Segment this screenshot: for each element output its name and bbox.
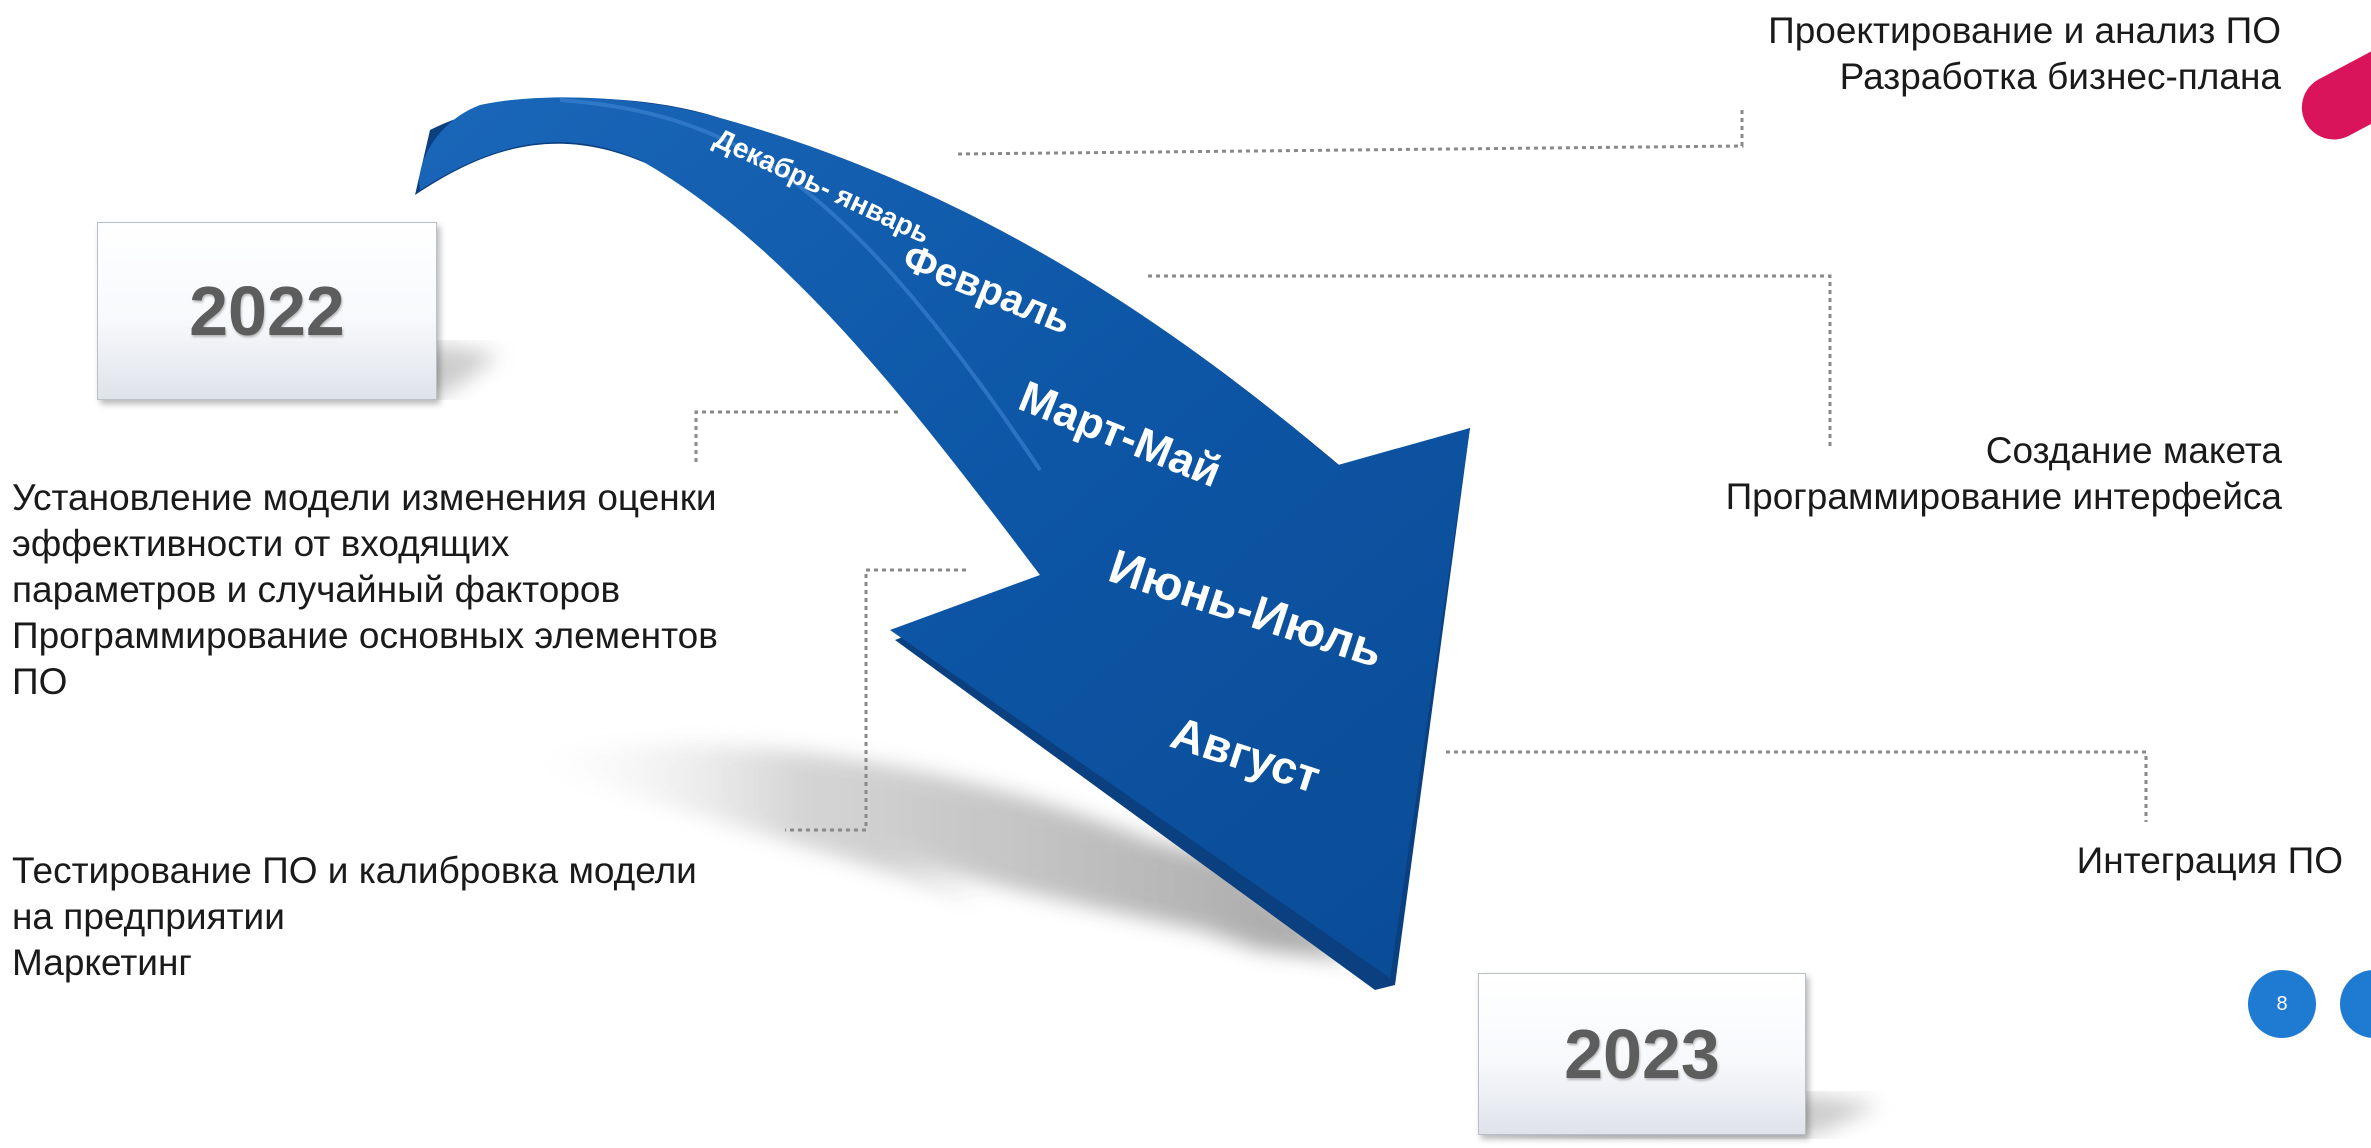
note-bottom-right: Интеграция ПО [2077,838,2343,884]
note-left-2-line-3: Маркетинг [12,942,192,983]
note-top-right-line-1: Проектирование и анализ ПО [1768,10,2281,51]
note-left-2: Тестирование ПО и калибровка модели на п… [12,848,697,986]
note-left-1-line-5: ПО [12,661,68,702]
note-left-1-line-4: Программирование основных элементов [12,615,718,656]
note-left-1-line-1: Установление модели изменения оценки [12,477,717,518]
note-bottom-right-line-1: Интеграция ПО [2076,840,2343,881]
note-top-right: Проектирование и анализ ПО Разработка би… [1768,8,2281,100]
year-box-2023: 2023 [1478,973,1806,1135]
year-2023-label: 2023 [1564,1015,1720,1093]
arrow-body [419,97,1471,978]
year-2022-label: 2022 [189,272,345,350]
note-left-1-line-2: эффективности от входящих [12,523,510,564]
connector-feb [1148,274,1832,448]
note-left-2-line-2: на предприятии [12,896,285,937]
page-number: 8 [2276,992,2288,1015]
note-left-1: Установление модели изменения оценки эфф… [12,475,718,705]
connector-mar-may [694,410,898,466]
arrow-fold-highlight [559,98,1042,472]
note-left-2-line-1: Тестирование ПО и калибровка модели [12,850,697,891]
note-mid-right-line-2: Программирование интерфейса [1725,476,2282,517]
connector-aug [1446,750,2148,822]
note-mid-right: Создание макета Программирование интерфе… [1726,428,2282,520]
connector-jun-jul [785,568,966,832]
arrow-shadow [500,744,1350,960]
note-left-1-line-3: параметров и случайный факторов [12,569,621,610]
note-top-right-line-2: Разработка бизнес-плана [1839,56,2281,97]
page-number-badge: 8 [2248,970,2316,1038]
year-box-2022: 2022 [97,222,437,400]
note-mid-right-line-1: Создание макета [1985,430,2282,471]
connector-dec-jan [957,110,1744,156]
